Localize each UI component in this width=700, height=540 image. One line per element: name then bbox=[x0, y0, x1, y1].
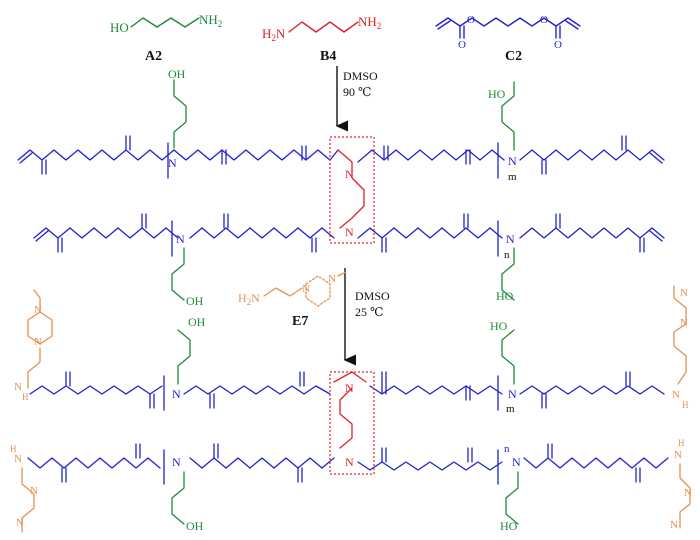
final2-pip-n-bottom-right: N bbox=[670, 519, 678, 531]
step1-solvent: DMSO bbox=[343, 69, 378, 83]
final2-n-right: N bbox=[512, 455, 521, 469]
final1-end-h-right: H bbox=[682, 400, 689, 410]
step1-temperature: 90 ℃ bbox=[343, 85, 371, 99]
final2-pip-n-top-right: N bbox=[684, 487, 692, 499]
final2-end-h-left: H bbox=[10, 444, 17, 454]
final1-pip-n-top-right: N bbox=[680, 317, 688, 329]
chain1-n-left: N bbox=[168, 156, 177, 170]
final2-red-n: N bbox=[345, 455, 354, 469]
chain2-subscript-n: n bbox=[504, 249, 510, 261]
a2-hydroxyl-label: HO bbox=[110, 20, 129, 35]
reagent-e7-label: E7 bbox=[292, 314, 308, 329]
final-chain-top: N N N H N OH N N m HO N H N N bbox=[14, 285, 689, 449]
reagent-a2-label: A2 bbox=[145, 49, 162, 64]
reagent-e7-structure: H2N N N E7 bbox=[238, 271, 347, 329]
final2-n-left: N bbox=[172, 455, 181, 469]
final1-pip-n-top-left: N bbox=[34, 304, 42, 316]
a2-amine-label: NH2 bbox=[199, 12, 222, 29]
intermediate-chain-top: N OH N N m HO bbox=[17, 67, 665, 229]
chain2-n-left: N bbox=[176, 232, 185, 246]
final2-subscript-n: n bbox=[504, 443, 510, 455]
final1-pip-n-bottom-right: N bbox=[680, 287, 688, 299]
final1-end-h-left: H bbox=[22, 392, 29, 402]
final1-pip-n-bottom-left: N bbox=[34, 336, 42, 348]
final1-end-n-right: N bbox=[672, 389, 680, 401]
reagent-b4-structure: H2N NH2 B4 bbox=[262, 14, 381, 64]
final1-n-right: N bbox=[508, 387, 517, 401]
chain2-ho-right: HO bbox=[496, 289, 514, 303]
final2-oh-left: OH bbox=[186, 519, 204, 533]
final1-subscript-m: m bbox=[506, 403, 515, 415]
final1-end-n-left: N bbox=[14, 381, 22, 393]
final1-ho-right: HO bbox=[490, 319, 508, 333]
c2-ester-o-right: O bbox=[540, 14, 548, 26]
final2-end-n-left: N bbox=[14, 453, 22, 465]
final-chain-bottom: H N N N N OH N n N HO H N N N bbox=[10, 438, 692, 533]
e7-piperazine-n1: N bbox=[302, 283, 310, 295]
reagent-c2-label: C2 bbox=[505, 49, 522, 64]
final2-pip-n-bottom-left: N bbox=[16, 517, 24, 529]
final2-end-h-right: H bbox=[678, 438, 685, 448]
chain1-subscript-m: m bbox=[508, 171, 517, 183]
final1-red-n: N bbox=[345, 381, 354, 395]
reagent-b4-label: B4 bbox=[320, 49, 336, 64]
chain1-n-right: N bbox=[508, 154, 517, 168]
step2-temperature: 25 ℃ bbox=[355, 305, 383, 319]
chain1-ho-right: HO bbox=[488, 87, 506, 101]
e7-amine-label: H2N bbox=[238, 291, 260, 307]
final2-pip-n-top-left: N bbox=[30, 485, 38, 497]
step2-solvent: DMSO bbox=[355, 289, 390, 303]
final2-end-n-right: N bbox=[674, 449, 682, 461]
intermediate-chain-bottom: N OH N N n HO bbox=[33, 213, 665, 308]
reagent-a2-structure: HO NH2 A2 bbox=[110, 12, 222, 64]
chain1-red-n-top: N bbox=[345, 167, 354, 181]
c2-carbonyl-o-left: O bbox=[458, 39, 466, 51]
final2-ho-right: HO bbox=[500, 519, 518, 533]
chain2-oh-left: OH bbox=[186, 294, 204, 308]
final1-oh-left: OH bbox=[188, 315, 206, 329]
e7-piperazine-n2: N bbox=[328, 273, 336, 285]
crosslink-highlight-box-top bbox=[329, 136, 375, 244]
reagent-c2-structure: O O O O C2 bbox=[435, 14, 581, 64]
chain2-red-n: N bbox=[345, 225, 354, 239]
c2-ester-o-left: O bbox=[467, 14, 475, 26]
c2-carbonyl-o-right: O bbox=[554, 39, 562, 51]
chain1-oh-left: OH bbox=[168, 67, 186, 81]
chain2-n-right: N bbox=[506, 232, 515, 246]
final1-n-left: N bbox=[172, 387, 181, 401]
b4-amine-right-label: NH2 bbox=[358, 14, 381, 31]
crosslink-highlight-box-bottom bbox=[329, 371, 375, 475]
b4-amine-left-label: H2N bbox=[262, 26, 286, 43]
